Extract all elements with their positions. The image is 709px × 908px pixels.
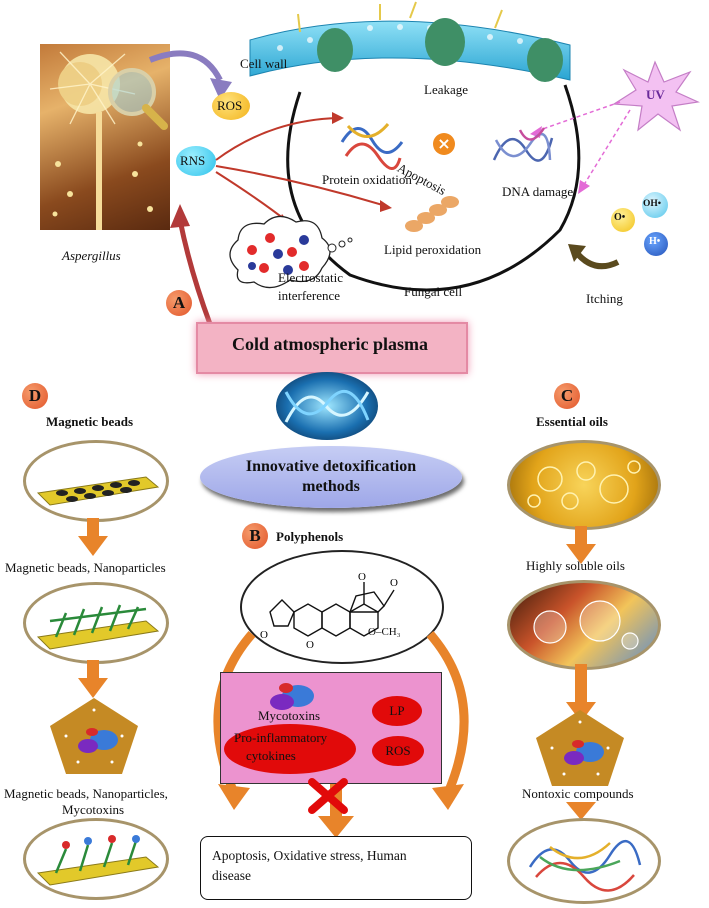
cap-to-aspergillus-arrow <box>170 204 213 325</box>
cap-title: Cold atmospheric plasma <box>231 334 428 354</box>
ros-label: ROS <box>217 98 243 113</box>
radical-h-circle <box>644 232 668 256</box>
leakage-label: Leakage <box>424 82 469 97</box>
essential-oils-title: Essential oils <box>536 414 608 429</box>
outcome-label-2: disease <box>212 868 251 883</box>
soluble-oils-ellipse <box>507 580 661 670</box>
left-arrow-2 <box>78 660 108 698</box>
blocked-x-icon <box>308 778 348 814</box>
lp-label: LP <box>389 703 405 718</box>
electrostatic-label-2: interference <box>278 288 341 303</box>
protein-image <box>340 123 404 170</box>
nontoxic-ellipse <box>507 818 661 904</box>
left-mycotoxin-pentagon <box>50 698 138 774</box>
dna-image <box>492 127 554 162</box>
lp-oval <box>372 696 422 726</box>
itching-label: Itching <box>586 291 623 306</box>
cell-membrane <box>249 1 581 292</box>
dna-glow-image <box>276 372 378 440</box>
uv-label: UV <box>646 87 665 102</box>
nanoparticles-ellipse <box>23 582 169 664</box>
radical-o-circle <box>611 208 635 232</box>
aspergillus-to-ros-arrow <box>148 50 232 100</box>
uv-star <box>612 60 700 132</box>
section-tag-b: B <box>242 523 268 549</box>
left-arrow-1 <box>78 518 108 556</box>
lipid-image <box>405 196 459 232</box>
svg-text:O: O <box>306 639 314 651</box>
section-tag-a: A <box>166 290 192 316</box>
fungal-cell-label: Fungal cell <box>404 284 463 299</box>
outcome-box <box>200 836 472 900</box>
magnetic-beads-ellipse <box>23 440 169 522</box>
rns-circle <box>176 146 216 176</box>
innovative-label-2: methods <box>302 478 360 495</box>
radical-o-label: O• <box>614 212 626 223</box>
svg-text:O: O <box>260 629 268 641</box>
dna-damage-label: DNA damage <box>502 184 574 199</box>
outcome-label-1: Apoptosis, Oxidative stress, Human <box>212 848 407 863</box>
radical-oh-label: OH• <box>643 199 662 209</box>
apoptosis-icon: × <box>433 133 455 155</box>
rns-label: RNS <box>180 153 206 168</box>
innovative-label-1: Innovative detoxification <box>245 458 417 475</box>
itching-arrow <box>568 244 620 270</box>
aflatoxin-ellipse: O O O O <box>240 550 444 664</box>
left-step2-label-2: Mycotoxins <box>62 802 125 817</box>
aspergillus-label: Aspergillus <box>62 248 121 263</box>
pro-inflammatory-oval <box>224 724 356 774</box>
polyphenols-title: Polyphenols <box>276 529 344 544</box>
section-tag-c: C <box>554 383 580 409</box>
right-step1-label: Highly soluble oils <box>526 558 625 573</box>
magnetic-beads-title: Magnetic beads <box>46 414 134 429</box>
lipid-peroxidation-label: Lipid peroxidation <box>384 242 482 257</box>
effects-mycotoxins-label: Mycotoxins <box>258 708 321 723</box>
aspergillus-image <box>40 44 170 230</box>
pro-inflammatory-label-2: cytokines <box>246 748 296 763</box>
cell-wall-label: Cell wall <box>240 56 288 71</box>
electrostatic-label-1: Electrostatic <box>278 270 343 285</box>
radical-oh-circle <box>642 192 668 218</box>
methoxy-label: O–CH₃ <box>368 626 401 638</box>
essential-oils-ellipse <box>507 440 661 530</box>
ros-circle <box>212 92 250 120</box>
effects-ros-oval <box>372 736 424 766</box>
effects-ros-label: ROS <box>385 743 411 758</box>
section-tag-d: D <box>22 383 48 409</box>
electrostatic-cloud <box>229 215 353 289</box>
left-step2-label-1: Magnetic beads, Nanoparticles, <box>4 786 168 801</box>
left-step1-label: Magnetic beads, Nanoparticles <box>5 560 166 575</box>
aflatoxin-structure: O O O O <box>260 571 398 651</box>
svg-text:O: O <box>358 571 366 583</box>
svg-text:O: O <box>390 577 398 589</box>
pro-inflammatory-label-1: Pro-inflammatory <box>234 730 328 745</box>
innovative-ellipse <box>200 446 462 508</box>
radical-h-label: H• <box>649 236 661 247</box>
right-arrow-1 <box>566 526 596 564</box>
protein-oxidation-label: Protein oxidation <box>322 172 412 187</box>
bound-mycotoxins-ellipse <box>23 818 169 900</box>
right-step2-label: Nontoxic compounds <box>522 786 634 802</box>
right-mycotoxin-pentagon <box>536 710 624 786</box>
effects-mycotoxin-icon <box>270 683 314 710</box>
